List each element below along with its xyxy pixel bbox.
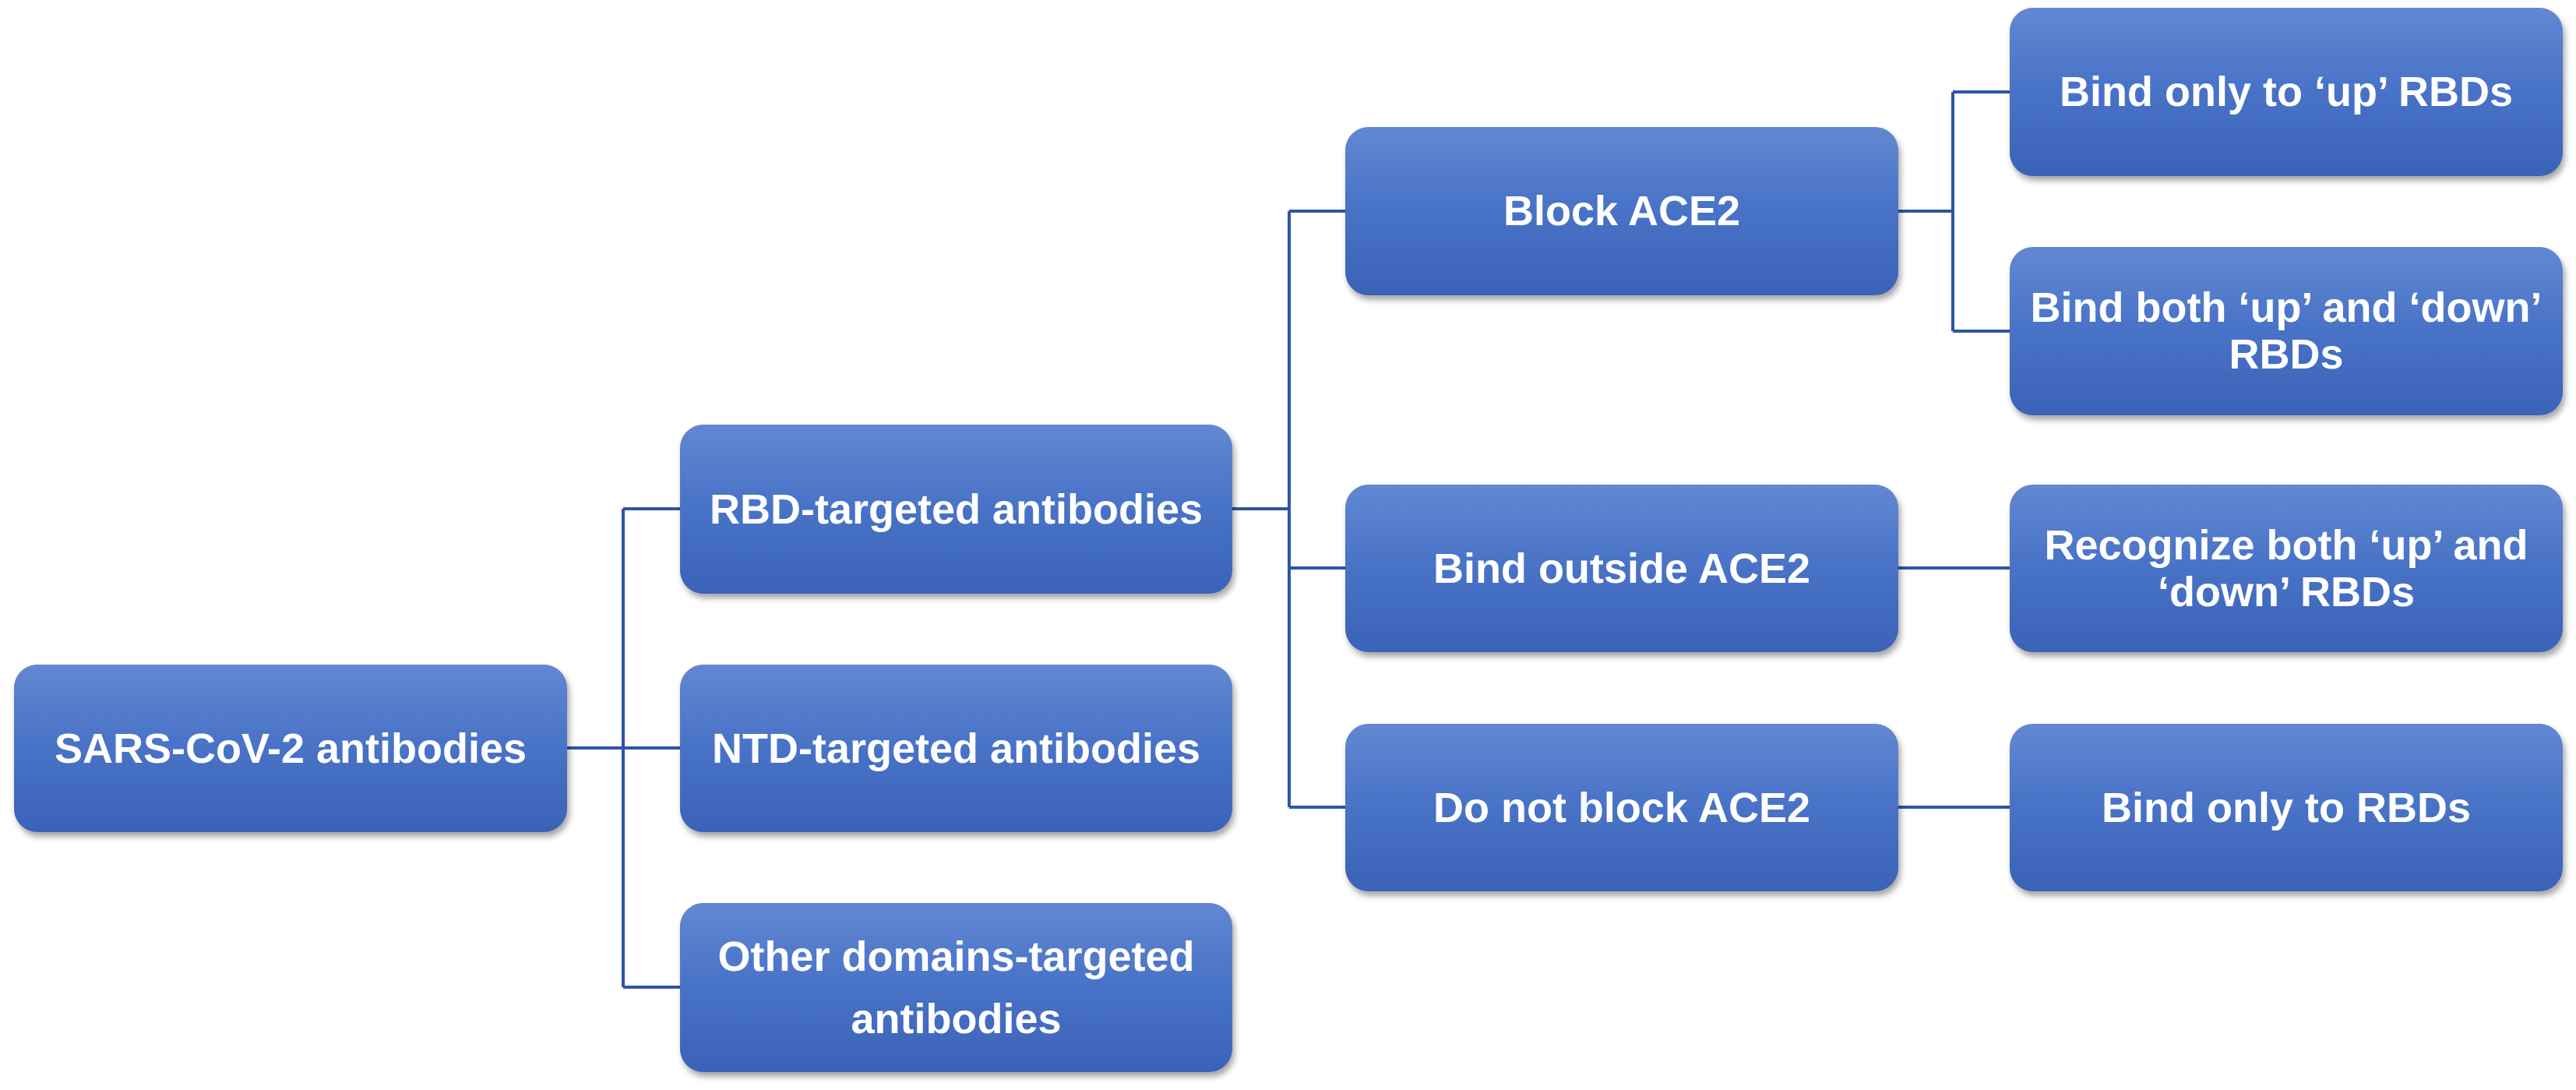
node-label-line2: RBDs xyxy=(2229,331,2344,378)
node-bind-outside-ace2: Bind outside ACE2 xyxy=(1345,485,1898,652)
node-label: Bind only to ‘up’ RBDs xyxy=(2060,69,2513,115)
node-label: Block ACE2 xyxy=(1503,188,1741,235)
node-label-line1: Other domains-targeted xyxy=(717,933,1195,980)
node-label: Bind only to RBDs xyxy=(2102,784,2471,831)
connector-rbd-to-level2 xyxy=(1232,210,1345,809)
node-label-line1: Bind both ‘up’ and ‘down’ xyxy=(2030,284,2543,331)
node-label: Do not block ACE2 xyxy=(1432,784,1811,831)
node-ntd-targeted-antibodies: NTD-targeted antibodies xyxy=(680,665,1232,832)
node-rbd-targeted-antibodies: RBD-targeted antibodies xyxy=(680,425,1232,594)
node-label-line2: ‘down’ RBDs xyxy=(2157,568,2415,616)
node-label: NTD-targeted antibodies xyxy=(711,725,1201,772)
node-sars-cov-2-antibodies: SARS-CoV-2 antibodies xyxy=(14,665,567,832)
node-label-line2: antibodies xyxy=(851,995,1062,1042)
node-block-ace2: Block ACE2 xyxy=(1345,127,1898,295)
connector-root-to-level1 xyxy=(567,507,680,989)
node-label: Bind outside ACE2 xyxy=(1432,545,1811,592)
node-bind-both-up-down-rbds: Bind both ‘up’ and ‘down’ RBDs xyxy=(2010,247,2563,415)
node-other-domains-targeted-antibodies: Other domains-targeted antibodies xyxy=(680,903,1232,1072)
connector-block-to-level3 xyxy=(1898,90,2010,333)
node-bind-only-to-rbds: Bind only to RBDs xyxy=(2010,724,2563,891)
node-do-not-block-ace2: Do not block ACE2 xyxy=(1345,724,1898,891)
node-recognize-both-up-down-rbds: Recognize both ‘up’ and ‘down’ RBDs xyxy=(2010,485,2563,652)
node-bind-only-up-rbds: Bind only to ‘up’ RBDs xyxy=(2010,8,2563,176)
node-label: SARS-CoV-2 antibodies xyxy=(54,725,527,772)
node-label: RBD-targeted antibodies xyxy=(709,485,1203,533)
node-label-line1: Recognize both ‘up’ and xyxy=(2044,521,2528,569)
